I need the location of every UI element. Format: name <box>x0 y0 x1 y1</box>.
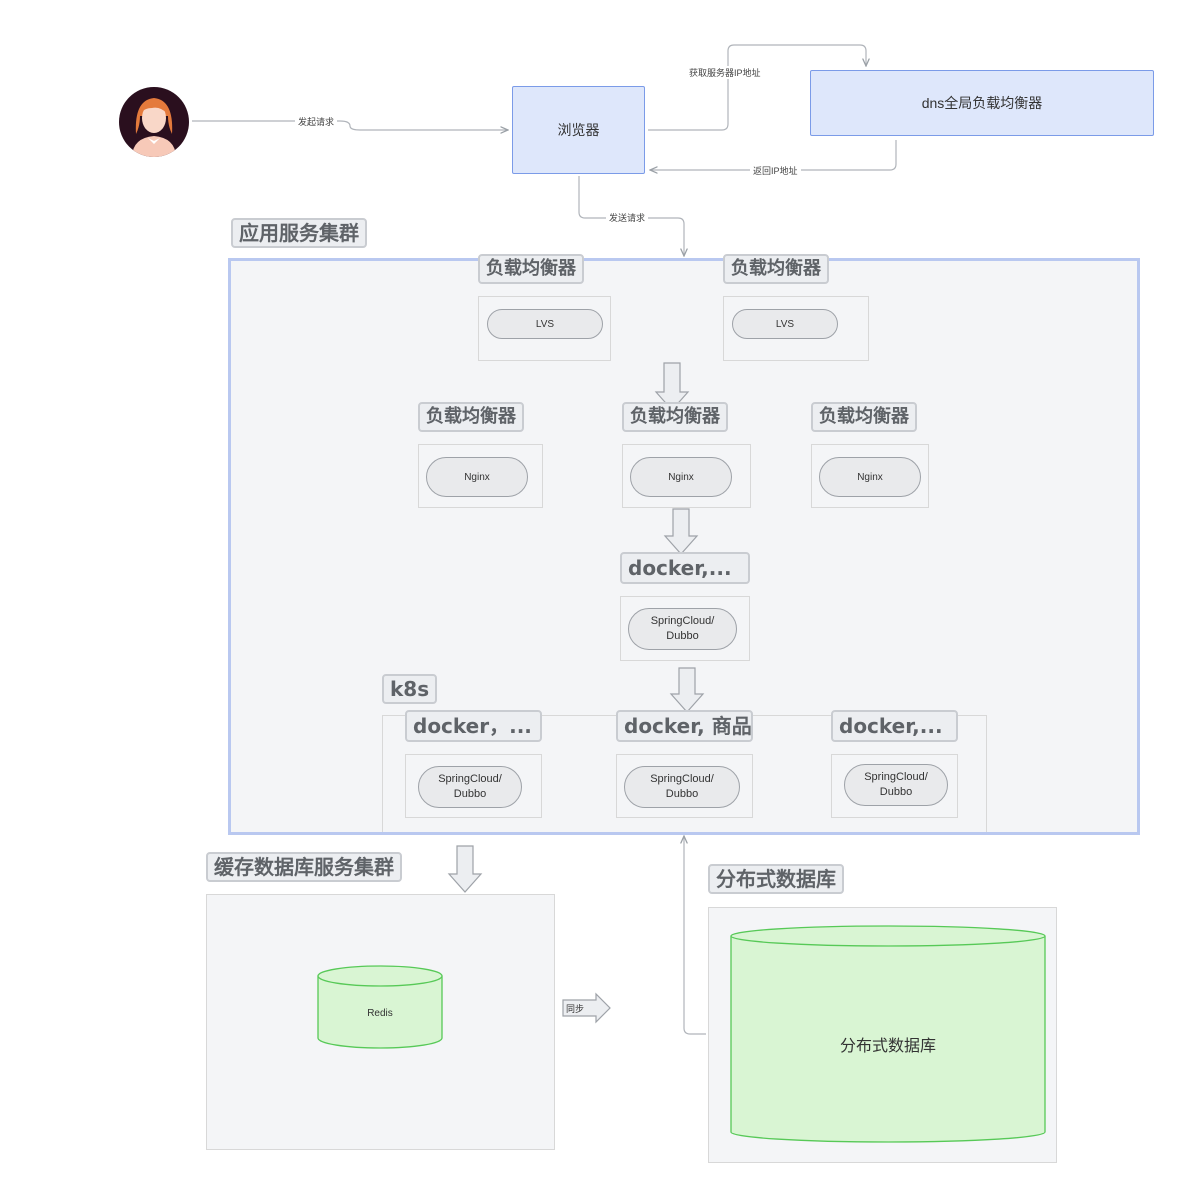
browser-node[interactable]: 浏览器 <box>512 86 645 174</box>
browser-label: 浏览器 <box>557 122 600 138</box>
lvs-node-2[interactable]: LVS <box>732 309 838 339</box>
nginx-node-3[interactable]: Nginx <box>819 457 921 497</box>
lvs-balancer-tag-2: 负载均衡器 <box>723 254 829 284</box>
distributed-db-label: 分布式数据库 <box>839 1038 936 1055</box>
cache-cluster-title: 缓存数据库服务集群 <box>206 852 402 882</box>
edge-label-initiate-request: 发起请求 <box>295 115 338 128</box>
block-arrow-cluster-cache <box>447 845 483 893</box>
springcloud-dubbo-label: SpringCloud/ Dubbo <box>650 615 715 642</box>
lvs-node-1[interactable]: LVS <box>487 309 603 339</box>
database-cylinder-icon <box>730 925 1046 1143</box>
springcloud-dubbo-label: SpringCloud/ Dubbo <box>438 773 502 800</box>
dns-load-balancer-node[interactable]: dns全局负载均衡器 <box>810 70 1154 136</box>
nginx-balancer-tag-1: 负载均衡器 <box>418 402 524 432</box>
nginx-node-2[interactable]: Nginx <box>630 457 732 497</box>
lvs-panel-2: LVS <box>723 296 869 361</box>
springcloud-dubbo-label: SpringCloud/ Dubbo <box>864 771 928 798</box>
springcloud-dubbo-node-main[interactable]: SpringCloud/ Dubbo <box>628 608 737 650</box>
springcloud-dubbo-node-2[interactable]: SpringCloud/ Dubbo <box>624 766 740 808</box>
nginx-node-label: Nginx <box>464 471 490 483</box>
edge-user-browser <box>192 120 508 130</box>
edge-db-cluster <box>684 836 706 1035</box>
redis-cylinder-icon <box>317 965 443 1049</box>
lvs-node-label: LVS <box>535 318 555 330</box>
springcloud-dubbo-node-1[interactable]: SpringCloud/ Dubbo <box>418 766 522 808</box>
dns-label: dns全局负载均衡器 <box>921 95 1043 111</box>
edge-label-return-ip: 返回IP地址 <box>750 164 801 177</box>
nginx-balancer-tag-2: 负载均衡器 <box>622 402 728 432</box>
lvs-balancer-tag-1: 负载均衡器 <box>478 254 584 284</box>
k8s-docker-panel-1: SpringCloud/ Dubbo <box>405 754 542 818</box>
k8s-docker-tag-3: docker,... <box>831 710 958 742</box>
user-avatar-icon[interactable] <box>118 86 190 158</box>
nginx-panel-1: Nginx <box>418 444 543 508</box>
springcloud-dubbo-label: SpringCloud/ Dubbo <box>650 773 714 800</box>
sync-label: 同步 <box>566 1004 585 1014</box>
nginx-node-label: Nginx <box>857 471 883 483</box>
redis-label: Redis <box>367 1008 393 1019</box>
nginx-panel-3: Nginx <box>811 444 929 508</box>
nginx-node-1[interactable]: Nginx <box>426 457 528 497</box>
app-cluster-title: 应用服务集群 <box>231 218 367 248</box>
distributed-db-title: 分布式数据库 <box>708 864 844 894</box>
k8s-docker-tag-2: docker, 商品 <box>616 710 753 742</box>
lvs-node-label: LVS <box>775 318 795 330</box>
docker-main-panel: SpringCloud/ Dubbo <box>620 596 750 661</box>
k8s-docker-panel-3: SpringCloud/ Dubbo <box>831 754 958 818</box>
nginx-balancer-tag-3: 负载均衡器 <box>811 402 917 432</box>
redis-node[interactable]: Redis <box>316 964 444 1050</box>
docker-main-tag: docker,... <box>620 552 750 584</box>
distributed-db-node[interactable]: 分布式数据库 <box>729 924 1047 1144</box>
k8s-title: k8s <box>382 674 438 704</box>
nginx-node-label: Nginx <box>668 471 694 483</box>
k8s-docker-panel-2: SpringCloud/ Dubbo <box>616 754 753 818</box>
lvs-panel-1: LVS <box>478 296 611 361</box>
edge-label-send-request: 发送请求 <box>606 211 649 224</box>
edge-label-get-server-ip: 获取服务器IP地址 <box>686 66 764 79</box>
nginx-panel-2: Nginx <box>622 444 751 508</box>
springcloud-dubbo-node-3[interactable]: SpringCloud/ Dubbo <box>844 764 948 806</box>
k8s-docker-tag-1: docker，... <box>405 710 542 742</box>
